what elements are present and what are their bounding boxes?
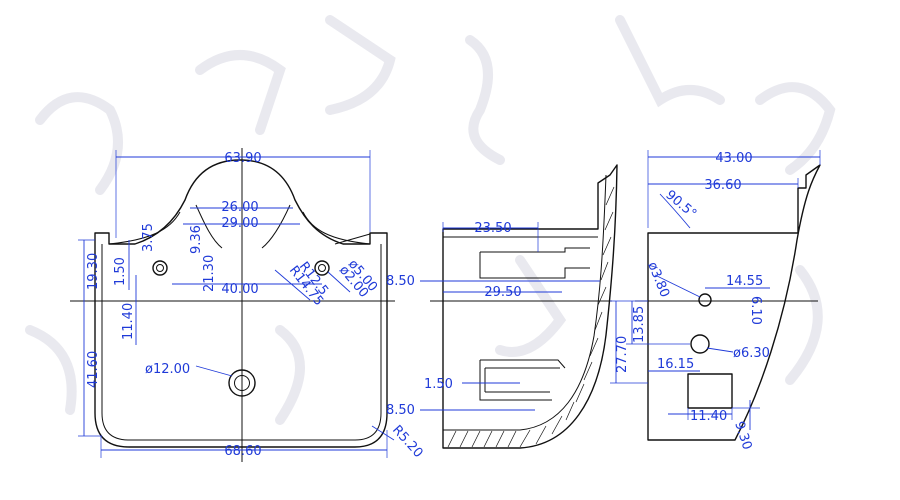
- side-lower-boss: [479, 359, 566, 401]
- dim-hole-span: 40.00: [221, 282, 258, 297]
- dim-hole1-y: 6.10: [748, 296, 763, 325]
- front-dimensions: 63.90 26.00 29.00 3.75 9.36 21.30 19.30 …: [78, 150, 426, 461]
- left-hole: [152, 260, 168, 276]
- dim-drain: ø12.00: [145, 362, 190, 377]
- back-view: [635, 164, 821, 441]
- back-slot: [687, 373, 733, 409]
- right-hole-inner: [318, 264, 326, 272]
- dim-bowl-outer: 29.00: [221, 216, 258, 231]
- bowl-inner-line: [195, 204, 291, 249]
- dim-side-top: 23.50: [474, 221, 511, 236]
- dim-mid-h: 13.85: [632, 306, 647, 343]
- side-inner-curve: [443, 174, 607, 431]
- side-dimensions: 23.50 8.50 29.50 1.50 8.50: [386, 221, 600, 418]
- back-hole-small: [698, 293, 712, 307]
- dim-small-c: 21.30: [202, 255, 217, 292]
- side-upper-boss: [479, 247, 590, 279]
- dim-hole2-x: 16.15: [657, 357, 694, 372]
- dim-left-total: 41.60: [86, 351, 101, 388]
- front-outline: [94, 159, 388, 448]
- back-outline: [647, 164, 821, 441]
- dim-total-h: 27.70: [615, 336, 630, 373]
- right-hole: [314, 260, 330, 276]
- dim-small-b: 9.36: [189, 225, 204, 254]
- dim-hole-drop: 11.40: [121, 303, 136, 340]
- dim-bottom-width: 68.60: [224, 444, 261, 459]
- dim-side-mid: 29.50: [484, 285, 521, 300]
- watermark: [25, 15, 836, 425]
- dim-side-base: 8.50: [386, 403, 415, 418]
- dim-lip: 1.50: [113, 257, 128, 286]
- dim-corner-r: R5.20: [389, 423, 426, 461]
- dim-small-a: 3.75: [141, 223, 156, 252]
- side-view: [430, 164, 618, 449]
- side-outline: [442, 164, 618, 449]
- dim-back-overall: 43.00: [715, 151, 752, 166]
- dim-slot-h: 9.30: [731, 420, 754, 452]
- rim-line: [108, 211, 371, 245]
- back-hole-large: [690, 334, 710, 354]
- shelf-line: [334, 233, 371, 245]
- dim-back-upper: 36.60: [704, 178, 741, 193]
- side-hatch: [447, 186, 615, 448]
- dim-hole2-dia: ø6.30: [733, 346, 770, 361]
- dim-hole1-x: 14.55: [726, 274, 763, 289]
- dim-side-ledge: 8.50: [386, 274, 415, 289]
- dim-side-wall: 1.50: [424, 377, 453, 392]
- left-hole-inner: [156, 264, 164, 272]
- dim-overall-top: 63.90: [224, 151, 261, 166]
- dim-left-upper: 19.30: [86, 253, 101, 290]
- dim-bowl-inner: 26.00: [221, 200, 258, 215]
- dim-slot-w: 11.40: [690, 409, 727, 424]
- front-view: [70, 148, 395, 462]
